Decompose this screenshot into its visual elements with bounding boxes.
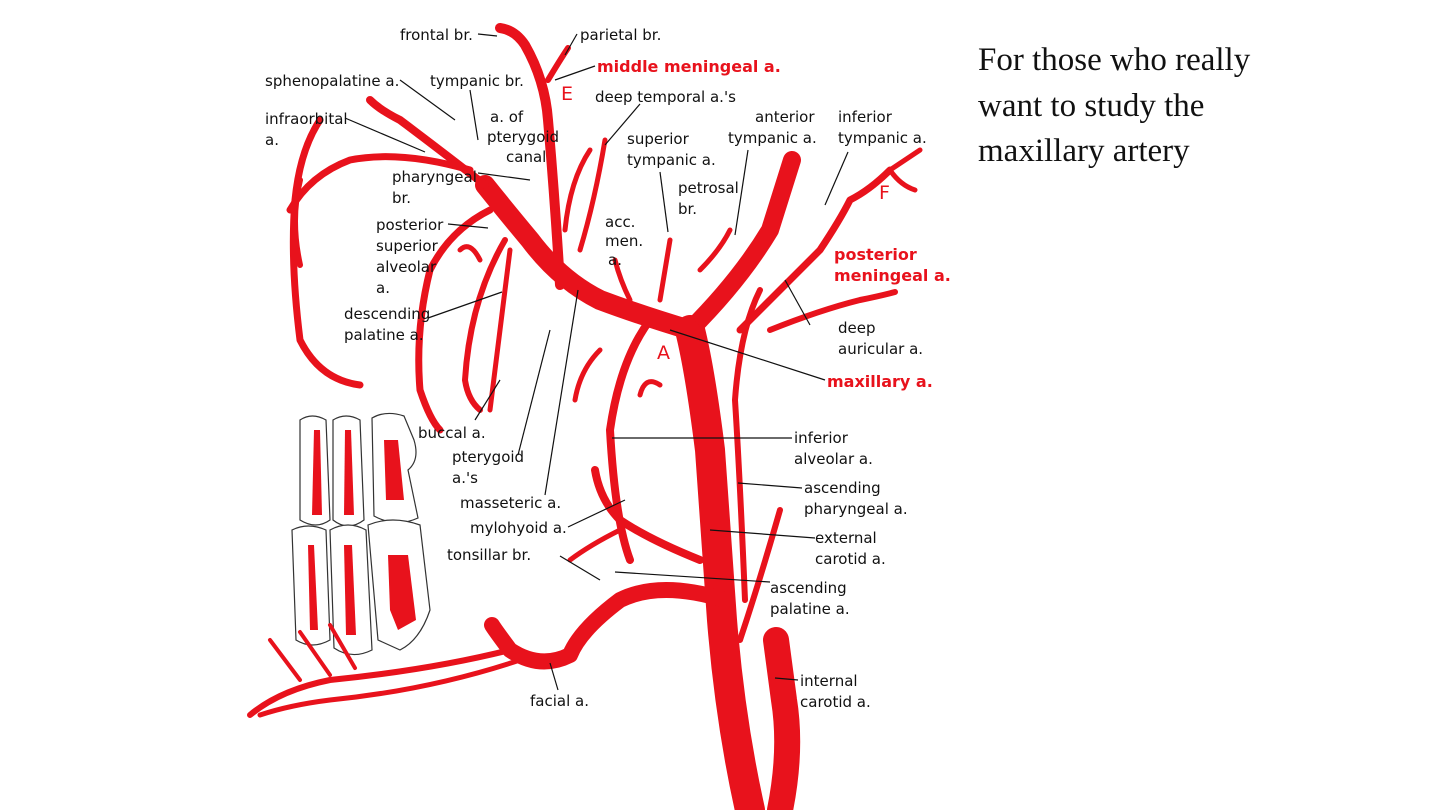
label-superior-tympanic-1: superior <box>627 130 690 148</box>
label-pharyngeal-br-2: br. <box>392 189 411 207</box>
red-labels: middle meningeal a. posterior meningeal … <box>561 57 951 391</box>
label-inferior-tympanic-1: inferior <box>838 108 893 126</box>
label-ascending-palatine-1: ascending <box>770 579 847 597</box>
label-deep-auricular-2: auricular a. <box>838 340 923 358</box>
label-psa-4: a. <box>376 279 390 297</box>
labels: frontal br. parietal br. sphenopalatine … <box>265 26 927 711</box>
label-mylohyoid: mylohyoid a. <box>470 519 567 537</box>
label-inferior-alveolar-1: inferior <box>794 429 849 447</box>
label-infraorbital-1: infraorbital <box>265 110 348 128</box>
teeth <box>291 412 431 656</box>
label-pterygoid-canal-2: pterygoid <box>487 128 559 146</box>
label-psa-1: posterior <box>376 216 444 234</box>
label-buccal: buccal a. <box>418 424 486 442</box>
arteries <box>247 23 923 810</box>
external-carotid-artery <box>675 315 765 810</box>
inferior-alveolar-artery <box>606 316 654 564</box>
label-superior-tympanic-2: tympanic a. <box>627 151 716 169</box>
superficial-temporal-artery <box>681 151 801 339</box>
label-external-carotid-1: external <box>815 529 877 547</box>
label-internal-carotid-1: internal <box>800 672 858 690</box>
label-pterygoid-canal-3: canal <box>506 148 546 166</box>
label-descending-palatine-1: descending <box>344 305 430 323</box>
label-pharyngeal-br-1: pharyngeal <box>392 168 477 186</box>
label-facial: facial a. <box>530 692 589 710</box>
letter-e: E <box>561 83 573 105</box>
label-posterior-meningeal-1: posterior <box>834 245 917 264</box>
label-psa-3: alveolar <box>376 258 437 276</box>
maxillary-artery <box>475 175 700 340</box>
label-posterior-meningeal-2: meningeal a. <box>834 266 951 285</box>
label-masseteric: masseteric a. <box>460 494 561 512</box>
label-infraorbital-2: a. <box>265 131 279 149</box>
label-petrosal-br-2: br. <box>678 200 697 218</box>
label-acc-men-3: a. <box>608 251 622 269</box>
label-pterygoid-1: pterygoid <box>452 448 524 466</box>
label-descending-palatine-2: palatine a. <box>344 326 424 344</box>
label-pterygoid-canal-1: a. of <box>490 108 524 126</box>
label-maxillary: maxillary a. <box>827 372 933 391</box>
label-petrosal-br-1: petrosal <box>678 179 739 197</box>
label-deep-temporal: deep temporal a.'s <box>595 88 736 106</box>
leader-lines <box>344 33 849 691</box>
label-tympanic-br: tympanic br. <box>430 72 524 90</box>
letter-a: A <box>657 342 670 364</box>
label-frontal-br: frontal br. <box>400 26 473 44</box>
label-psa-2: superior <box>376 237 439 255</box>
label-pterygoid-2: a.'s <box>452 469 478 487</box>
label-inferior-tympanic-2: tympanic a. <box>838 129 927 147</box>
label-external-carotid-2: carotid a. <box>815 550 886 568</box>
side-caption: For those who really want to study the m… <box>978 42 1251 169</box>
internal-carotid-artery <box>763 627 801 810</box>
middle-meningeal-artery <box>495 23 565 290</box>
facial-artery <box>484 582 733 670</box>
label-inferior-alveolar-2: alveolar a. <box>794 450 873 468</box>
label-deep-auricular-1: deep <box>838 319 876 337</box>
letter-f: F <box>879 182 890 204</box>
label-middle-meningeal: middle meningeal a. <box>597 57 781 76</box>
label-sphenopalatine: sphenopalatine a. <box>265 72 399 90</box>
label-acc-men-2: men. <box>605 232 643 250</box>
label-ascending-pharyngeal-2: pharyngeal a. <box>804 500 908 518</box>
label-parietal-br: parietal br. <box>580 26 661 44</box>
label-ascending-pharyngeal-1: ascending <box>804 479 881 497</box>
label-internal-carotid-2: carotid a. <box>800 693 871 711</box>
label-anterior-tympanic-1: anterior <box>755 108 815 126</box>
label-ascending-palatine-2: palatine a. <box>770 600 850 618</box>
label-anterior-tympanic-2: tympanic a. <box>728 129 817 147</box>
label-tonsillar: tonsillar br. <box>447 546 531 564</box>
label-acc-men-1: acc. <box>605 213 635 231</box>
